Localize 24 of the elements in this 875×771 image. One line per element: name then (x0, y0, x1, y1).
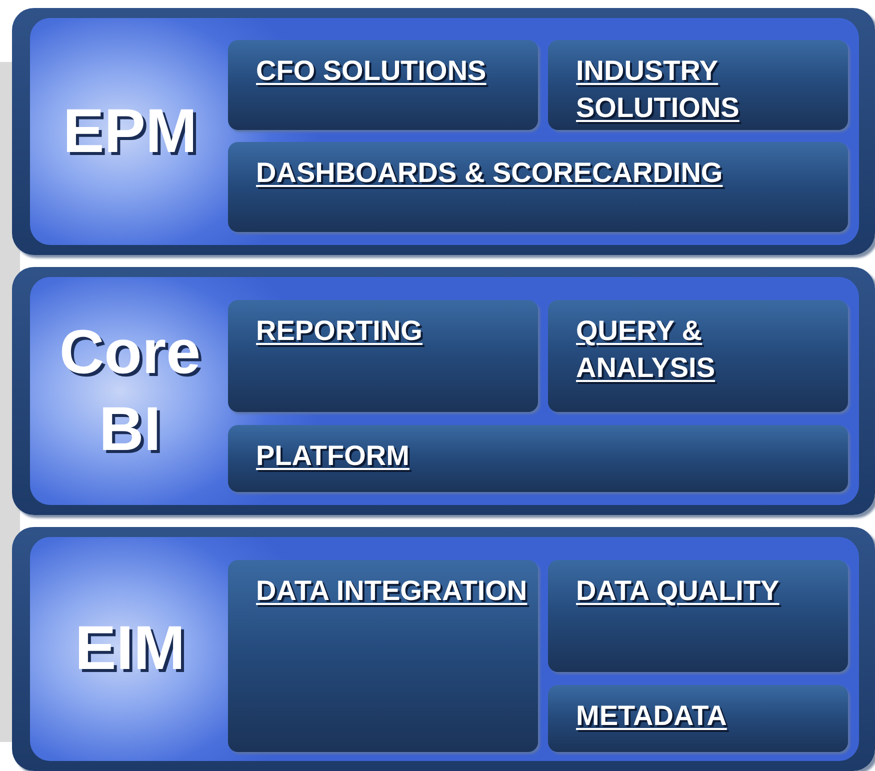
module-label: METADATA (576, 699, 727, 733)
module-box (228, 560, 538, 752)
module-label: QUERY & ANALYSIS (576, 314, 716, 385)
module-label: DATA INTEGRATION (256, 574, 528, 608)
module-box (548, 40, 848, 130)
category-frame (12, 267, 875, 515)
category-frame (12, 8, 875, 255)
module-label: DATA QUALITY (576, 574, 780, 608)
module-box (228, 425, 848, 492)
module-label: REPORTING (256, 314, 422, 348)
module-box (228, 300, 538, 412)
module-box (228, 40, 538, 130)
category-heading: EPM (62, 96, 198, 168)
module-box (548, 560, 848, 672)
module-label: DASHBOARDS & SCORECARDING (256, 156, 723, 190)
category-heading: Core BI (58, 316, 202, 466)
module-box (228, 142, 848, 232)
category-frame (12, 527, 875, 771)
category-heading: EIM (74, 613, 186, 686)
module-box (548, 685, 848, 752)
module-box (548, 300, 848, 412)
module-label: CFO SOLUTIONS (256, 54, 486, 88)
module-label: INDUSTRY SOLUTIONS (576, 54, 740, 125)
module-label: PLATFORM (256, 439, 410, 473)
